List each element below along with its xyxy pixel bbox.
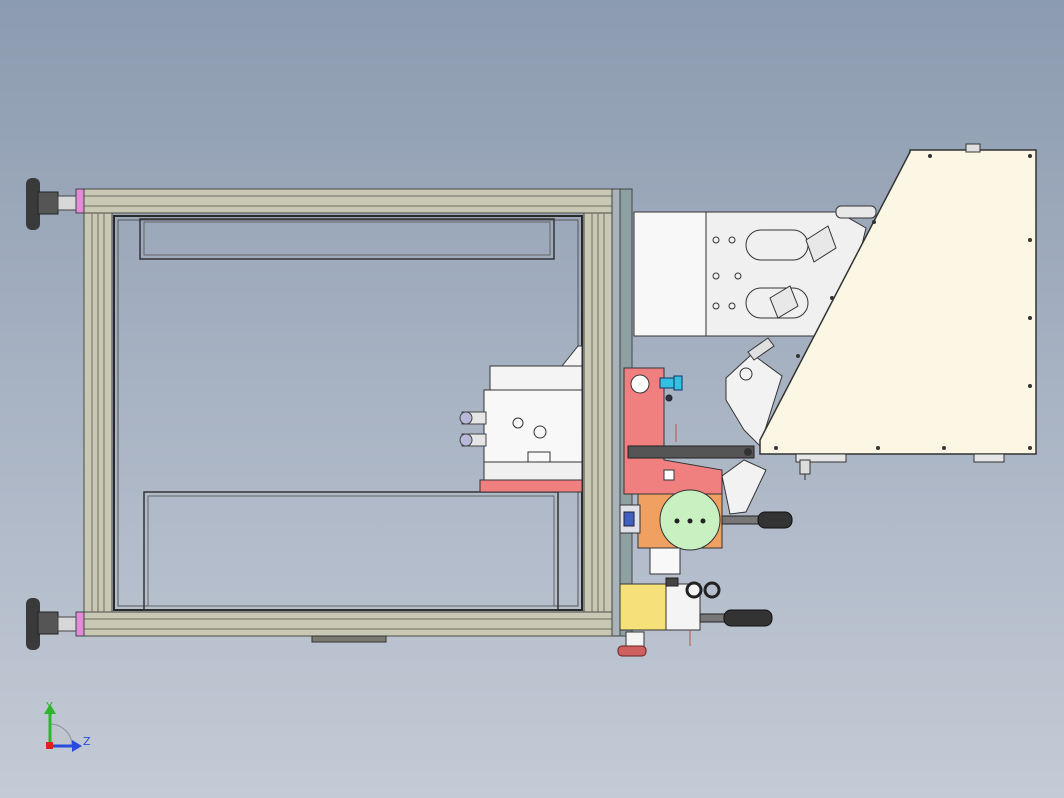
red-bracket — [623, 367, 723, 495]
aluminum-frame — [83, 188, 633, 643]
lower-drawer — [143, 491, 559, 611]
valve-cylinder-assembly — [459, 345, 583, 493]
triad-z-label: Z — [83, 735, 91, 748]
clamp-handle-upper[interactable] — [721, 511, 793, 529]
slotted-mount-plate — [633, 205, 877, 337]
leveling-foot-top — [26, 178, 85, 230]
frame-bottom-profile — [83, 611, 625, 637]
guide-rod — [627, 445, 755, 459]
adjust-knob[interactable] — [617, 631, 647, 657]
cam-link — [721, 337, 783, 515]
triad-xy-quadrant-icon — [49, 723, 73, 747]
hopper-housing — [759, 143, 1037, 480]
upper-tray — [139, 218, 555, 260]
frame-top-profile — [83, 188, 625, 214]
coordinate-triad: Y Z — [44, 700, 91, 752]
orange-clamp-block — [619, 489, 723, 575]
clamp-handle-lower[interactable] — [699, 609, 773, 627]
air-fitting — [659, 375, 683, 391]
triad-y-label: Y — [45, 700, 53, 713]
triad-x-axis-dot — [46, 742, 53, 749]
red-slide-plate — [479, 479, 583, 493]
foot-cap-bottom — [75, 611, 85, 637]
yellow-actuator-block — [619, 577, 721, 631]
foot-cap-top — [75, 188, 85, 214]
leveling-foot-bottom — [26, 598, 85, 650]
drawer-handle — [311, 635, 387, 643]
